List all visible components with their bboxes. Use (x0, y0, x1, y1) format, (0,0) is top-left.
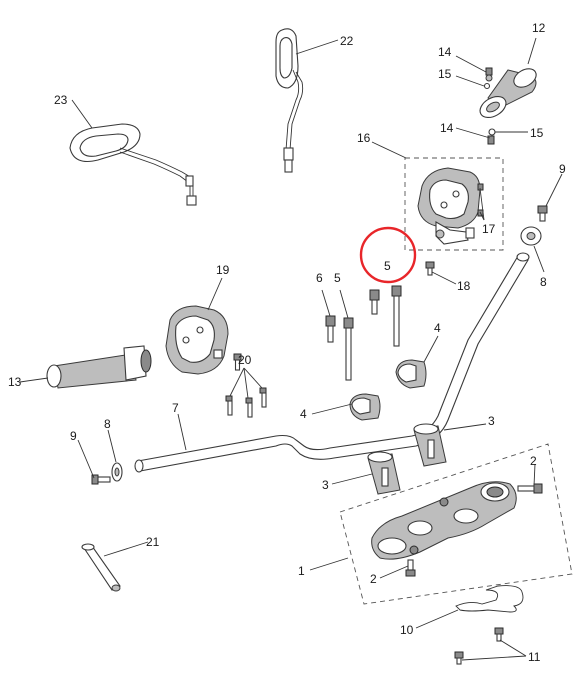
callout-17[interactable]: 17 (482, 222, 496, 236)
callout-11[interactable]: 11 (528, 650, 541, 664)
callout-21[interactable]: 21 (146, 535, 160, 549)
callout-5-highlighted[interactable]: 5 (384, 259, 391, 273)
callout-15-upper[interactable]: 15 (438, 67, 452, 81)
callout-15-lower[interactable]: 15 (530, 126, 544, 140)
clamp-upper-4-b[interactable] (349, 393, 381, 421)
bar-end-weight-8-right[interactable] (520, 226, 542, 246)
screw-9-left[interactable] (91, 474, 111, 485)
callout-7[interactable]: 7 (172, 401, 179, 415)
grip-left-part[interactable] (46, 345, 152, 389)
callout-10[interactable]: 10 (400, 623, 414, 637)
callout-8-right[interactable]: 8 (540, 275, 547, 289)
callout-3-lower[interactable]: 3 (322, 478, 329, 492)
callout-9-left[interactable]: 9 (70, 429, 77, 443)
callout-14-lower[interactable]: 14 (440, 121, 454, 135)
bolt-2-lower[interactable] (405, 559, 416, 577)
mirror-right-part[interactable] (275, 28, 304, 173)
bolt-5-left[interactable] (343, 317, 354, 381)
highlight-circle (359, 226, 417, 284)
clamp-lower-3-b[interactable] (367, 451, 401, 495)
clamp-upper-4-a[interactable] (395, 359, 427, 389)
callout-14-upper[interactable]: 14 (438, 45, 452, 59)
leader-lines (19, 37, 563, 661)
grip-right-part[interactable] (476, 65, 539, 122)
screw-14-lower[interactable] (487, 135, 495, 145)
switch-right-group-box (404, 157, 504, 251)
washer-15-upper[interactable] (483, 82, 491, 90)
screw-14-upper[interactable] (485, 67, 493, 82)
handlebar-7-part[interactable] (134, 252, 530, 473)
clamp-lower-3-a[interactable] (413, 423, 447, 467)
wire-clip-10-part[interactable] (455, 585, 524, 613)
callout-6[interactable]: 6 (316, 271, 323, 285)
callout-13[interactable]: 13 (8, 375, 22, 389)
pin-21-part[interactable] (81, 543, 121, 592)
callout-4-upper[interactable]: 4 (434, 321, 441, 335)
callout-9-right[interactable]: 9 (559, 162, 566, 176)
callout-2-lower[interactable]: 2 (370, 572, 377, 586)
bolt-5-right[interactable] (369, 285, 402, 347)
screw-18[interactable] (425, 261, 435, 276)
callout-4-lower[interactable]: 4 (300, 407, 307, 421)
callout-18[interactable]: 18 (457, 279, 471, 293)
callout-labels: 12 14 15 14 15 16 17 9 8 18 22 23 19 13 … (8, 21, 566, 664)
callout-8-left[interactable]: 8 (104, 417, 111, 431)
callout-2-upper[interactable]: 2 (530, 454, 537, 468)
mirror-left-part[interactable] (69, 123, 197, 206)
screw-11-pair[interactable] (454, 627, 504, 665)
washer-15-lower[interactable] (488, 128, 496, 136)
bolt-2-upper[interactable] (517, 483, 543, 494)
callout-20[interactable]: 20 (238, 353, 252, 367)
bolt-6[interactable] (325, 315, 336, 343)
callout-19[interactable]: 19 (216, 263, 230, 277)
screw-20-set[interactable] (225, 353, 267, 418)
callout-1[interactable]: 1 (298, 564, 305, 578)
callout-22[interactable]: 22 (340, 34, 354, 48)
switch-housing-right-part[interactable] (417, 167, 481, 245)
switch-housing-left-part[interactable] (165, 305, 229, 375)
top-yoke-1-part[interactable] (371, 481, 517, 560)
bar-end-weight-8-left[interactable] (111, 462, 123, 482)
callout-23[interactable]: 23 (54, 93, 68, 107)
callout-12[interactable]: 12 (532, 21, 546, 35)
callout-3-upper[interactable]: 3 (488, 414, 495, 428)
callout-5-left[interactable]: 5 (334, 271, 341, 285)
yoke-group-box (339, 443, 573, 605)
callout-16[interactable]: 16 (357, 131, 371, 145)
bolt-9-right[interactable] (537, 205, 548, 222)
